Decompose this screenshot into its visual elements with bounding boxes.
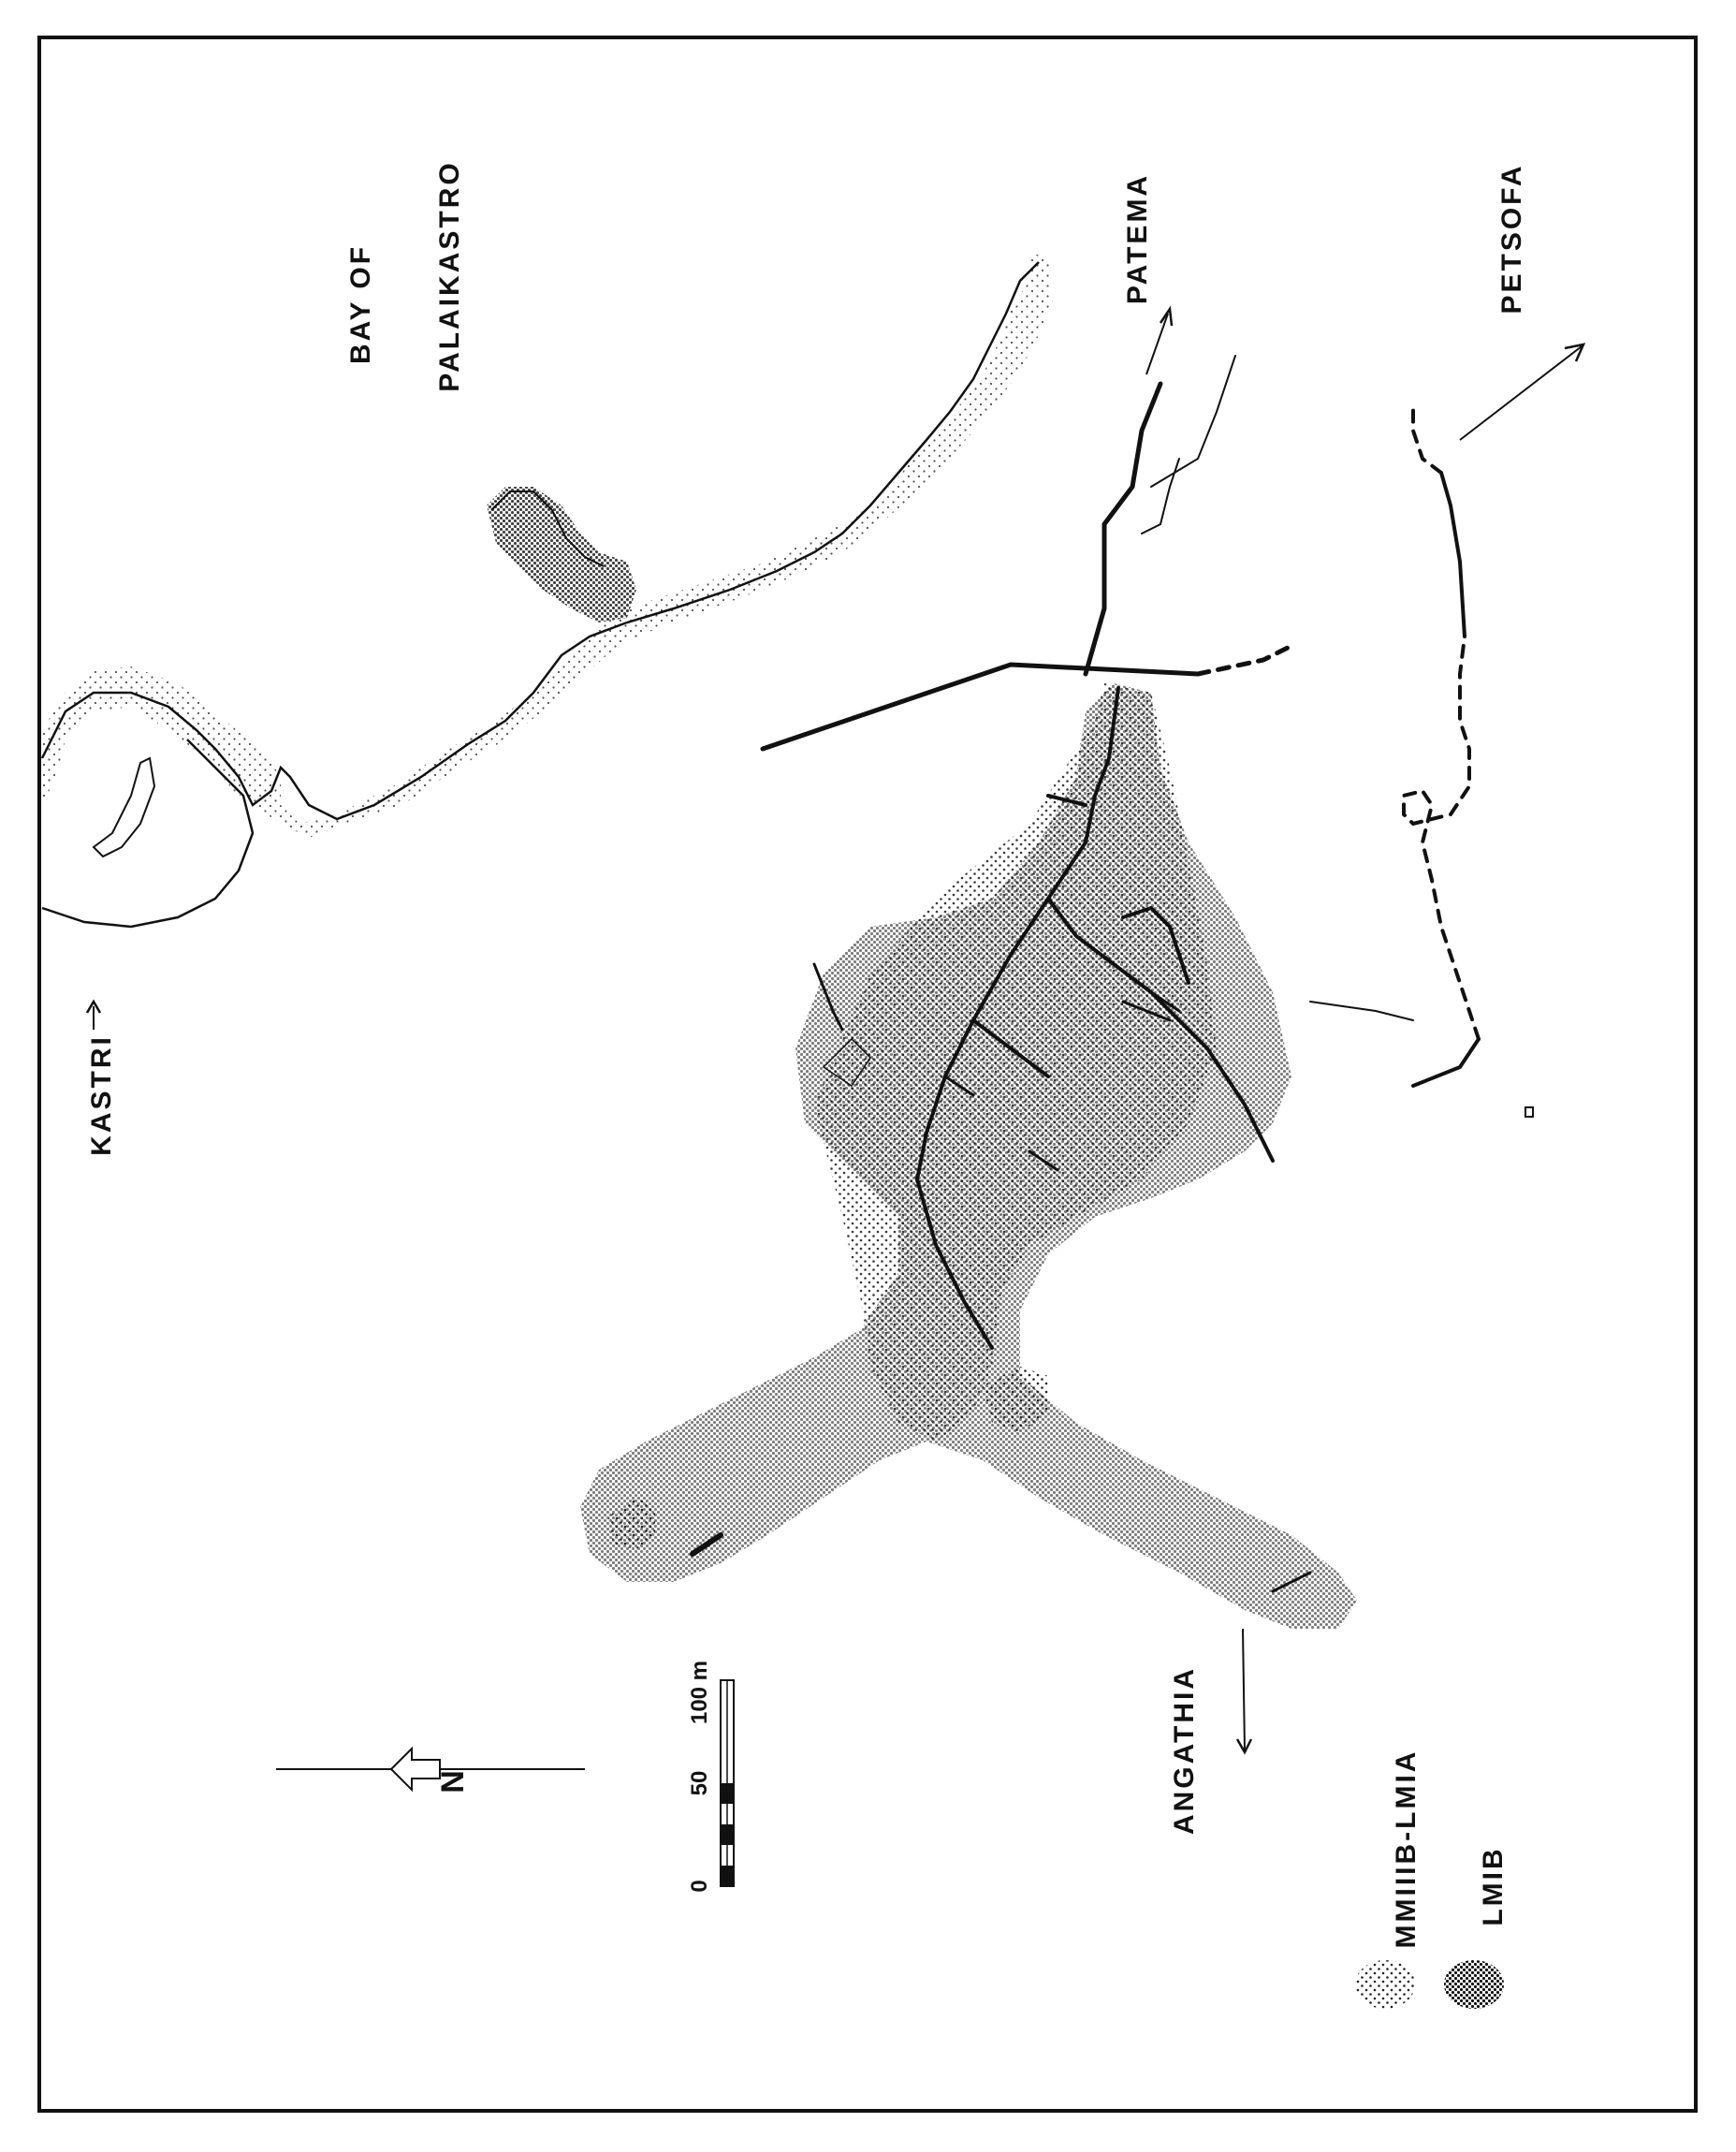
- legend-swatch-dense: [1444, 1960, 1504, 2009]
- road-east-a: [1411, 1037, 1481, 1088]
- arrow-petsofa: [1459, 345, 1583, 441]
- square-marker: [1524, 1106, 1534, 1118]
- road-north-dashed: [1195, 643, 1294, 677]
- road-to-patema-thin: [1150, 355, 1236, 488]
- settlement-dense: [580, 683, 1357, 1629]
- legend-label-dense: LMIB: [1478, 1846, 1509, 1925]
- road-patema-box: [1141, 458, 1180, 534]
- south-arm-light: [983, 1367, 1048, 1432]
- scale-bar: 0 50 100 m: [687, 1661, 735, 1893]
- coastline: [40, 261, 1040, 821]
- arrow-petsofa-head: [1564, 343, 1586, 362]
- arrow-angathia-head: [1235, 1738, 1253, 1755]
- road-branch-i: [1028, 1149, 1059, 1172]
- label-petsofa: PETSOFA: [1496, 163, 1527, 314]
- map-frame: [37, 36, 1698, 2113]
- road-branch-c: [971, 1018, 1050, 1078]
- road-north: [1083, 381, 1163, 677]
- label-bay-line2: PALAIKASTRO: [434, 160, 465, 391]
- scale-label-0: 0: [687, 1880, 712, 1892]
- arrow-patema-head: [1159, 305, 1174, 327]
- promontory-outline: [490, 490, 605, 567]
- legend-swatch-light: [1355, 1960, 1415, 2009]
- building-outline-nw: [822, 1037, 871, 1088]
- arrow-patema: [1145, 313, 1169, 375]
- north-arrow: N: [276, 1746, 585, 1793]
- label-kastri: KASTRI: [86, 1034, 117, 1156]
- coast-stipple-band: [42, 253, 1053, 838]
- kastri-outline: [41, 739, 255, 929]
- road-branch-h: [812, 962, 844, 1032]
- road-branch-g: [1121, 1000, 1172, 1022]
- north-arrow-label: N: [435, 1767, 471, 1793]
- road-branch-d: [943, 1075, 975, 1097]
- roads: [690, 355, 1481, 1593]
- road-fragment-south-arm: [1271, 1571, 1312, 1593]
- road-fragment-west-arm: [690, 1532, 723, 1557]
- scale-label-50: 50: [687, 1771, 712, 1796]
- road-branch-e: [1121, 905, 1190, 985]
- road-east-thin: [1309, 1001, 1414, 1021]
- legend-label-light: MMIIIB-LMIA: [1391, 1749, 1422, 1949]
- road-coast-link: [760, 662, 1201, 752]
- road-east-b: [1439, 471, 1466, 638]
- label-angathia: ANGATHIA: [1169, 1666, 1200, 1835]
- road-branch-f: [1149, 990, 1181, 1013]
- road-east-dashed: [1402, 635, 1481, 1041]
- scale-label-100: 100 m: [687, 1661, 712, 1724]
- kastri-contour: [92, 756, 156, 858]
- west-arm-light: [608, 1498, 655, 1549]
- label-patema: PATEMA: [1122, 173, 1153, 304]
- legend: MMIIIB-LMIA LMIB: [1355, 1749, 1509, 2009]
- arrow-kastri-head: [85, 999, 102, 1014]
- road-branch-a: [1046, 794, 1087, 807]
- direction-arrows: [85, 305, 1586, 1755]
- promontory-dense: [487, 487, 636, 622]
- arrow-angathia: [1242, 1628, 1246, 1751]
- north-arrow-head: [389, 1746, 441, 1793]
- label-bay-line1: BAY OF: [345, 244, 376, 364]
- road-east-dashed-2: [1411, 401, 1443, 475]
